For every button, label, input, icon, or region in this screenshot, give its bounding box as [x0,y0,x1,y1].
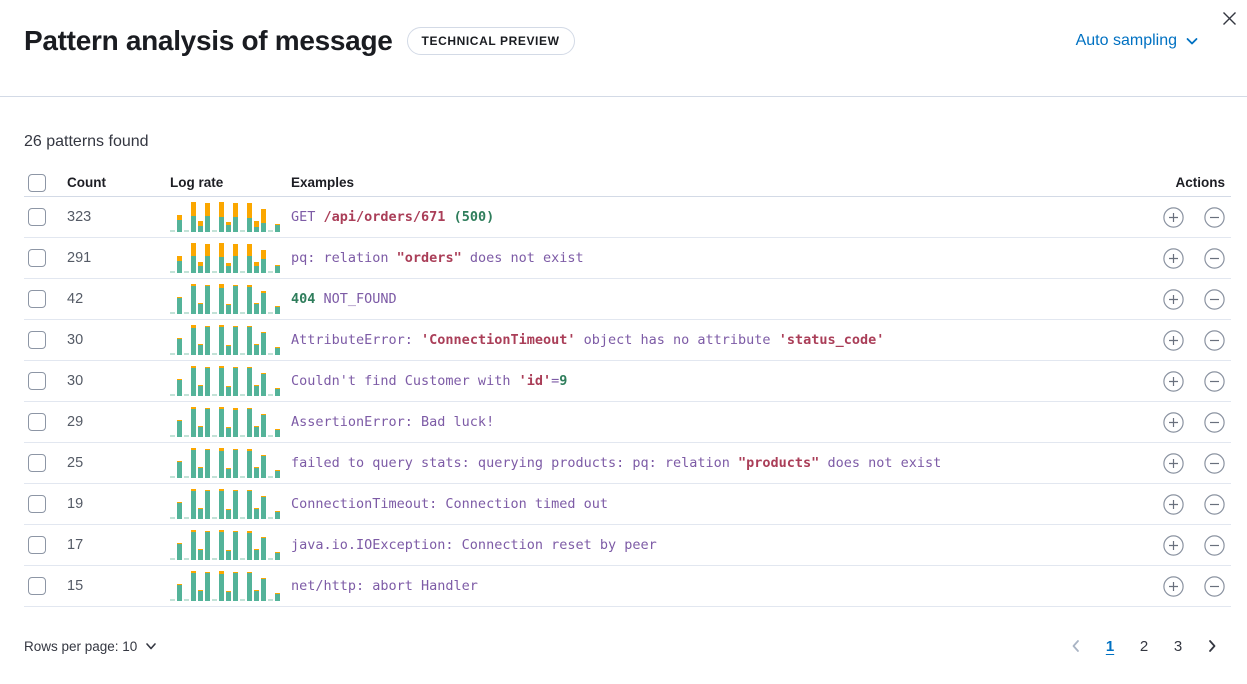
technical-preview-badge: TECHNICAL PREVIEW [406,27,575,55]
row-checkbox[interactable] [28,454,46,472]
minus-circle-icon[interactable] [1204,493,1225,515]
plus-circle-icon[interactable] [1163,575,1184,597]
table-row: 29 AssertionError: Bad luck! [24,402,1231,443]
row-checkbox[interactable] [28,331,46,349]
example-text: AssertionError: Bad luck! [291,414,495,430]
example-text: Couldn't find Customer with 'id'=9 [291,373,568,389]
flyout-body: 26 patterns found Count Log rate Example… [0,133,1247,659]
select-all-checkbox[interactable] [28,173,46,192]
sampling-dropdown[interactable]: Auto sampling [1076,32,1199,50]
table-row: 323 GET /api/orders/671 (500) [24,197,1231,238]
row-checkbox[interactable] [28,249,46,267]
minus-circle-icon[interactable] [1204,370,1225,392]
chevron-down-icon [145,640,157,652]
log-rate-sparkline [170,448,280,478]
example-text: GET /api/orders/671 (500) [291,209,495,225]
table-body: 323 GET /api/orders/671 (500) 291 pq: re… [24,197,1231,607]
column-header-log-rate: Log rate [170,175,224,190]
row-checkbox[interactable] [28,495,46,513]
plus-circle-icon[interactable] [1163,206,1184,228]
table-row: 30 Couldn't find Customer with 'id'=9 [24,361,1231,402]
minus-circle-icon[interactable] [1204,329,1225,351]
chevron-down-icon [1185,34,1199,48]
table-row: 42 404 NOT_FOUND [24,279,1231,320]
sampling-label: Auto sampling [1075,32,1177,49]
table-row: 15 net/http: abort Handler [24,566,1231,607]
log-rate-sparkline [170,366,280,396]
prev-page-button[interactable] [1063,633,1089,659]
log-rate-sparkline [170,407,280,437]
row-checkbox[interactable] [28,413,46,431]
row-count: 323 [67,209,92,225]
example-text: AttributeError: 'ConnectionTimeout' obje… [291,332,885,348]
row-count: 42 [67,291,84,307]
plus-circle-icon[interactable] [1163,288,1184,310]
table-row: 17 java.io.IOException: Connection reset… [24,525,1231,566]
page-title: Pattern analysis of message [24,25,393,56]
flyout-header: Pattern analysis of message TECHNICAL PR… [0,0,1247,97]
example-text: java.io.IOException: Connection reset by… [291,537,657,553]
example-text: net/http: abort Handler [291,578,478,594]
chevron-left-icon [1069,639,1083,653]
page-button-2[interactable]: 2 [1131,633,1157,659]
plus-circle-icon[interactable] [1163,411,1184,433]
table-row: 25 failed to query stats: querying produ… [24,443,1231,484]
row-count: 19 [67,496,84,512]
minus-circle-icon[interactable] [1204,288,1225,310]
plus-circle-icon[interactable] [1163,329,1184,351]
log-rate-sparkline [170,530,280,560]
next-page-button[interactable] [1199,633,1225,659]
row-count: 17 [67,537,84,553]
row-count: 29 [67,414,84,430]
row-count: 30 [67,332,84,348]
rows-per-page-label: Rows per page: 10 [24,638,138,654]
example-text: failed to query stats: querying products… [291,455,942,471]
log-rate-sparkline [170,489,280,519]
minus-circle-icon[interactable] [1204,206,1225,228]
rows-per-page-button[interactable]: Rows per page: 10 [24,639,157,654]
chevron-right-icon [1205,639,1219,653]
row-checkbox[interactable] [28,372,46,390]
minus-circle-icon[interactable] [1204,534,1225,556]
minus-circle-icon[interactable] [1204,452,1225,474]
column-header-examples: Examples [291,175,355,190]
row-count: 30 [67,373,84,389]
row-count: 291 [67,250,92,266]
table-row: 291 pq: relation "orders" does not exist [24,238,1231,279]
minus-circle-icon[interactable] [1204,247,1225,269]
example-text: ConnectionTimeout: Connection timed out [291,496,608,512]
row-checkbox[interactable] [28,536,46,554]
patterns-found-count: 26 patterns found [24,133,149,150]
example-text: pq: relation "orders" does not exist [291,250,584,266]
table-header-row: Count Log rate Examples Actions [24,169,1231,197]
plus-circle-icon[interactable] [1163,493,1184,515]
example-text: 404 NOT_FOUND [291,291,397,307]
column-header-count: Count [67,175,106,190]
page-button-1[interactable]: 1 [1097,633,1123,659]
table-row: 19 ConnectionTimeout: Connection timed o… [24,484,1231,525]
plus-circle-icon[interactable] [1163,534,1184,556]
column-header-actions: Actions [1175,175,1225,190]
row-count: 15 [67,578,84,594]
row-count: 25 [67,455,84,471]
plus-circle-icon[interactable] [1163,452,1184,474]
log-rate-sparkline [170,284,280,314]
minus-circle-icon[interactable] [1204,411,1225,433]
table-row: 30 AttributeError: 'ConnectionTimeout' o… [24,320,1231,361]
row-checkbox[interactable] [28,577,46,595]
log-rate-sparkline [170,202,280,232]
patterns-table: Count Log rate Examples Actions 323 GET … [24,169,1231,607]
close-icon[interactable] [1215,4,1243,32]
row-checkbox[interactable] [28,290,46,308]
page-button-3[interactable]: 3 [1165,633,1191,659]
log-rate-sparkline [170,571,280,601]
minus-circle-icon[interactable] [1204,575,1225,597]
log-rate-sparkline [170,325,280,355]
plus-circle-icon[interactable] [1163,370,1184,392]
log-rate-sparkline [170,243,280,273]
plus-circle-icon[interactable] [1163,247,1184,269]
row-checkbox[interactable] [28,208,46,226]
